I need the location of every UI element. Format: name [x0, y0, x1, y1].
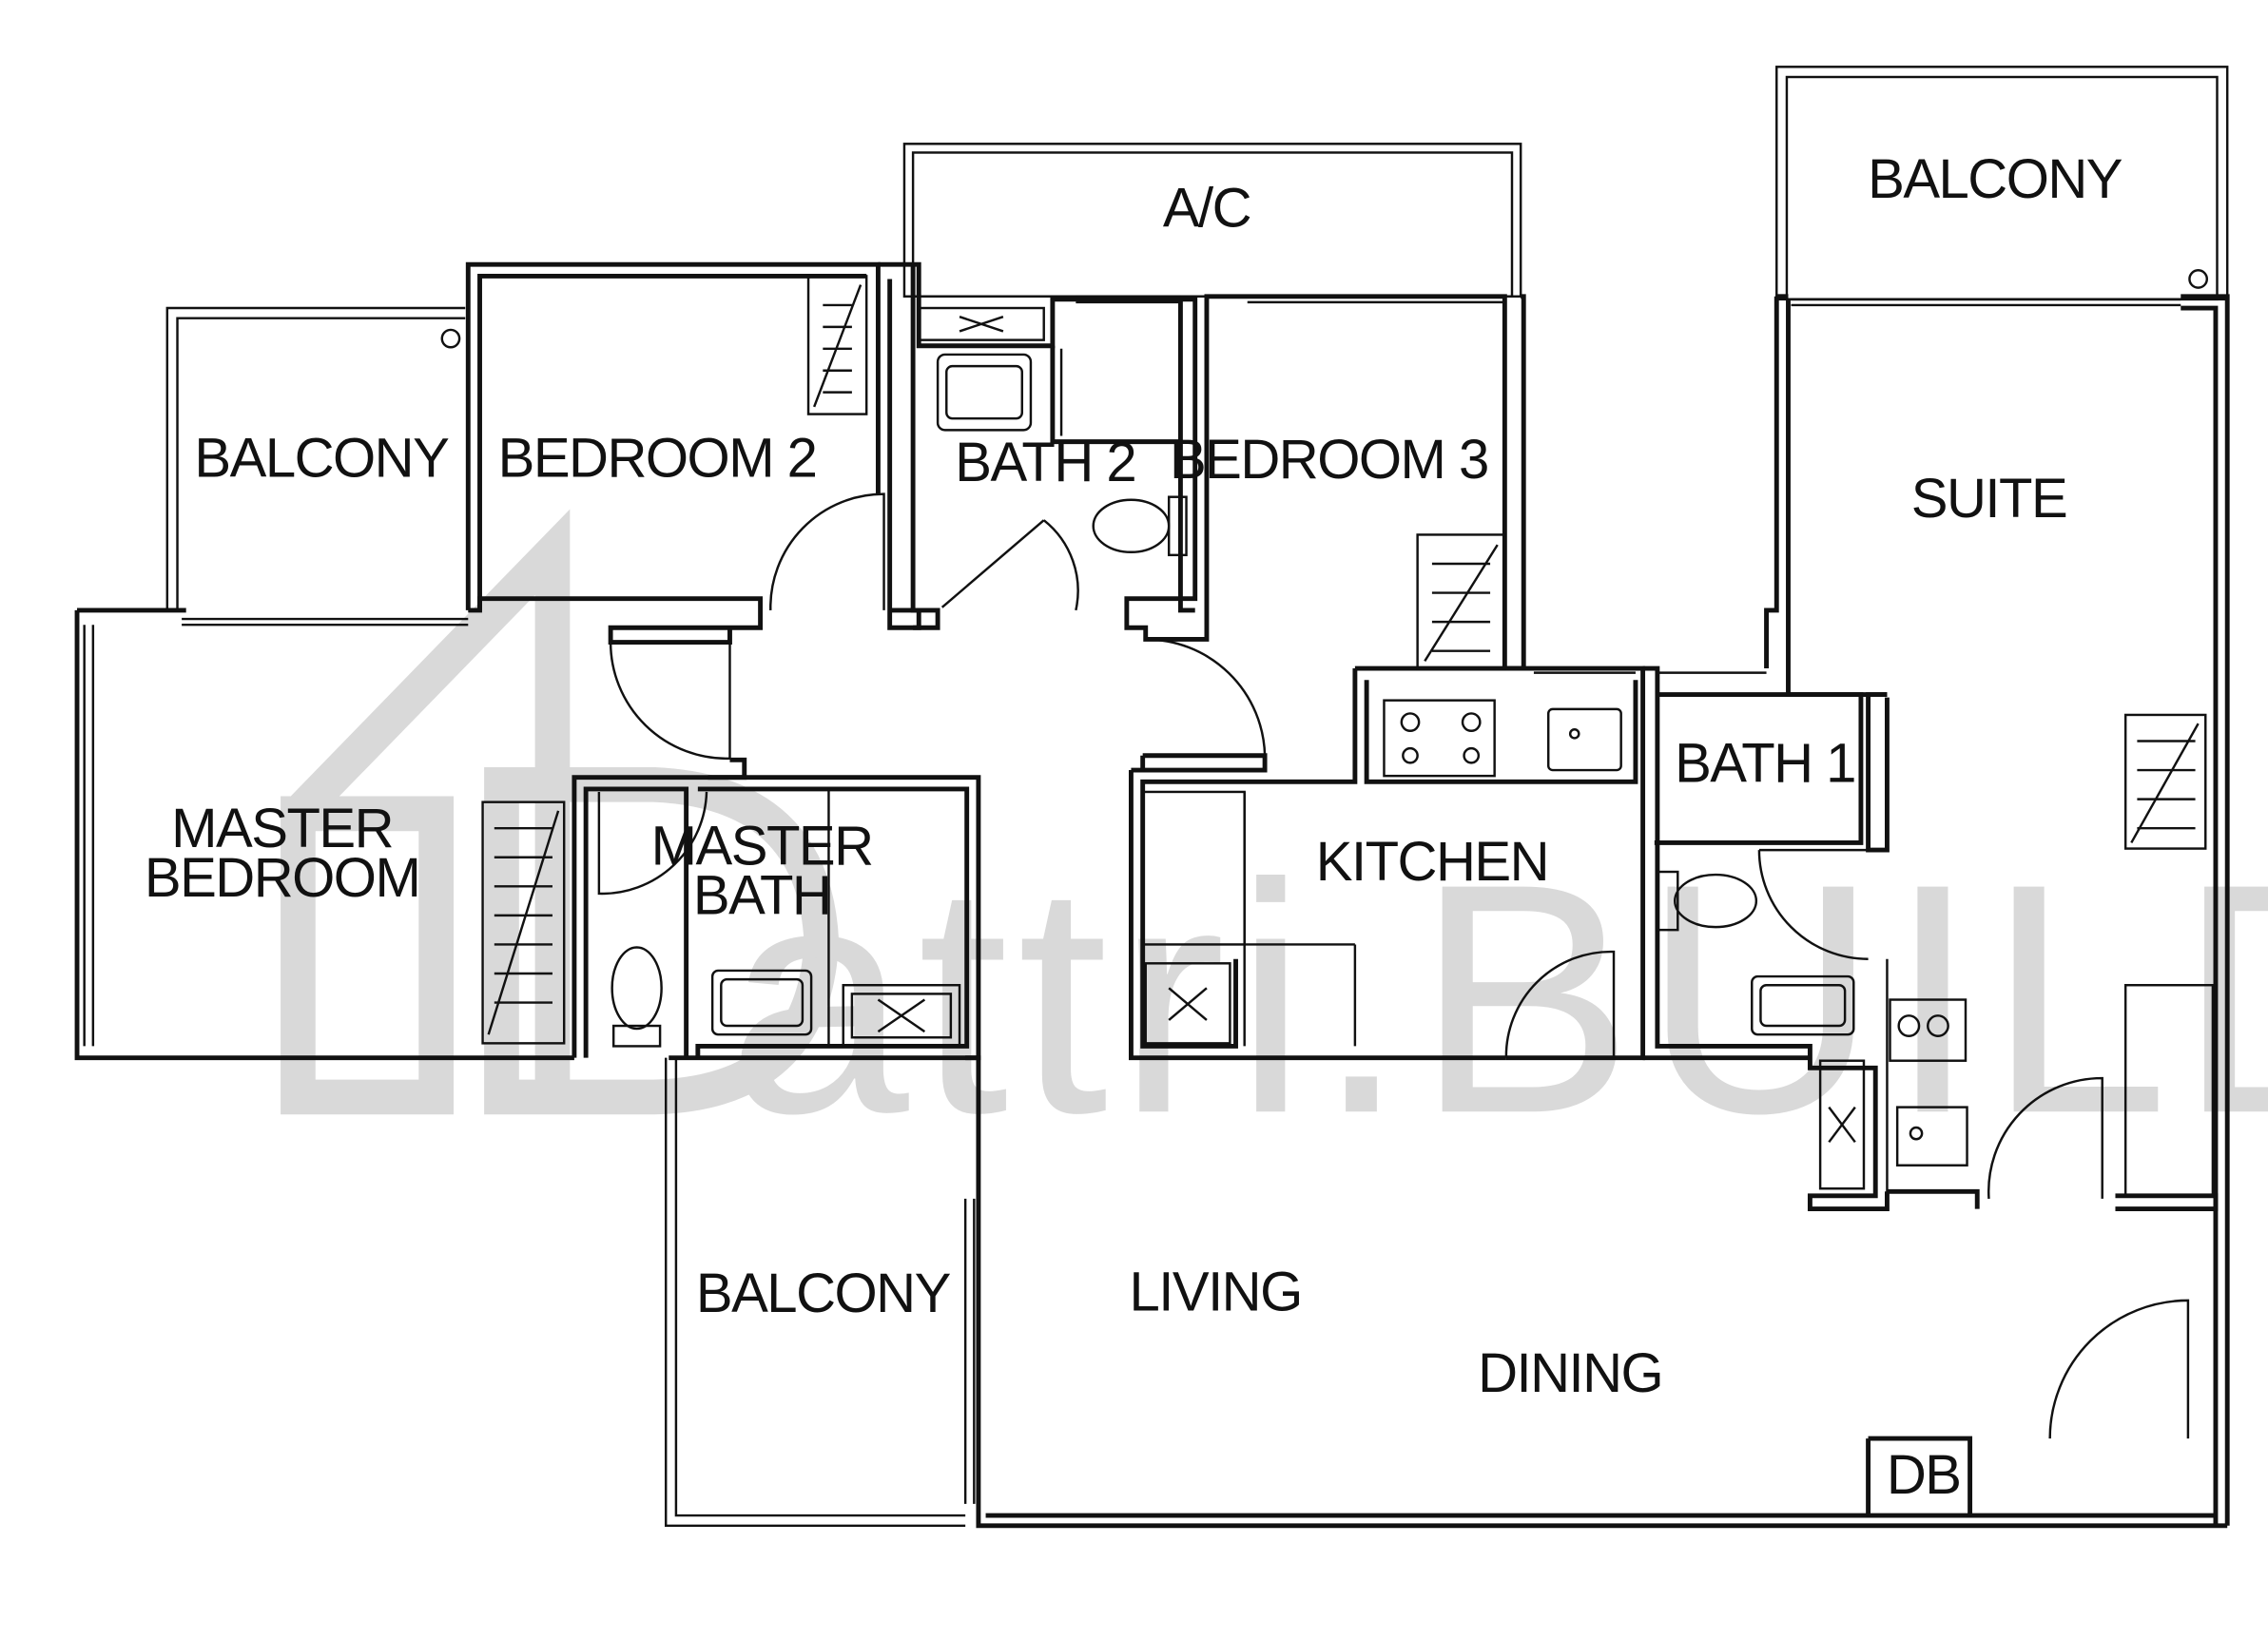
hob — [1383, 699, 1496, 778]
wardrobe-bedroom2 — [806, 275, 868, 415]
label-kitchen: KITCHEN — [1316, 831, 1548, 893]
doors — [597, 348, 2190, 1439]
shower-bath1 — [1818, 1059, 1866, 1190]
toilet-bath2 — [1092, 498, 1171, 554]
label-master-bath-2: BATH — [693, 864, 831, 926]
label-bath1: BATH 1 — [1675, 732, 1855, 794]
watermark-letter-d — [484, 766, 840, 1115]
shower-master-bath — [842, 984, 961, 1048]
toilet-bath1 — [1674, 873, 1758, 929]
washer — [1889, 998, 1968, 1062]
label-master-bedroom-2: BEDROOM — [145, 847, 419, 909]
suite-counter — [2123, 984, 2215, 1198]
wall-master-bedroom — [74, 609, 574, 1061]
label-db: DB — [1887, 1444, 1961, 1506]
door-kitchen — [1504, 950, 1616, 1058]
label-ac: A/C — [1163, 177, 1250, 239]
door-bedroom3 — [1145, 638, 1267, 756]
vanity-bath2 — [918, 306, 1045, 341]
walls — [74, 261, 2230, 1529]
door-suite-utility — [1987, 1076, 2103, 1199]
balcony-left-inner — [176, 317, 466, 610]
wardrobe-bedroom3 — [1416, 533, 1506, 670]
fixtures — [481, 275, 2215, 1198]
door-master-bedroom — [609, 642, 731, 761]
door-bath1 — [1757, 848, 1869, 960]
label-bath2: BATH 2 — [955, 432, 1135, 493]
balcony-bottom-inner — [674, 1057, 966, 1517]
wardrobe-master — [481, 800, 566, 1045]
kitchen-sink — [1546, 707, 1622, 772]
door-bath2 — [940, 519, 1079, 611]
label-bedroom3: BEDROOM 3 — [1170, 429, 1488, 491]
wardrobe-suite — [2123, 713, 2207, 850]
downpipe-left — [440, 328, 461, 349]
basin-bath1 — [1751, 974, 1855, 1036]
label-master-bedroom-1: MASTER — [171, 798, 393, 859]
label-balcony-top-right: BALCONY — [1868, 148, 2123, 210]
door-master-bath — [597, 791, 708, 896]
balcony-bottom-outer — [664, 1057, 966, 1528]
label-balcony-bottom: BALCONY — [696, 1263, 951, 1324]
balcony-left-outer — [165, 306, 466, 610]
basin-master-bath — [710, 969, 813, 1036]
downpipe-right — [2188, 269, 2209, 289]
toilet-master-bath — [611, 946, 663, 1031]
door-bedroom2 — [769, 492, 885, 610]
kitchen-shaft — [1144, 962, 1231, 1045]
label-balcony-left: BALCONY — [194, 427, 449, 489]
door-main-entrance — [2048, 1299, 2190, 1439]
label-master-bath-1: MASTER — [651, 815, 873, 877]
basin-bath2 — [936, 353, 1033, 432]
utility-sink — [1895, 1106, 1968, 1167]
label-living: LIVING — [1129, 1262, 1301, 1323]
label-dining: DINING — [1478, 1342, 1662, 1404]
label-bedroom2: BEDROOM 2 — [498, 427, 817, 489]
label-suite: SUITE — [1911, 468, 2066, 530]
watermark-text: attri.BUILD — [727, 816, 2268, 1181]
room-labels: A/C BALCONY BALCONY BEDROOM 2 BATH 2 BED… — [145, 148, 2123, 1506]
